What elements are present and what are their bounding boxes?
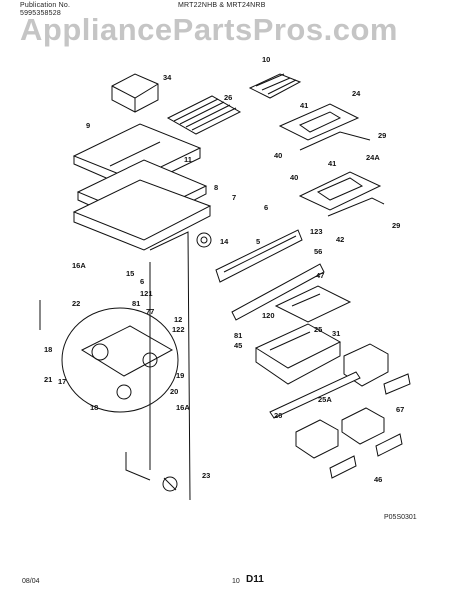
cabinet-outline [39,231,191,501]
part-label: 34 [163,73,172,82]
part-label: 41 [300,101,308,110]
part-label: 81 [132,299,140,308]
part-label: 19 [176,371,184,380]
part-label: 42 [336,235,344,244]
part-label: 67 [396,405,404,414]
part-5-rail [215,229,303,283]
part-label: 9 [86,121,90,130]
part-label: 24 [352,89,361,98]
part-label: 46 [374,475,382,484]
part-label: 24A [366,153,380,162]
part-25A-bar [269,371,361,419]
part-label: 6 [264,203,268,212]
part-label: 45 [234,341,242,350]
part-label: 6 [140,277,144,286]
part-label: 11 [184,155,192,164]
part-label: 14 [220,237,229,246]
part-label: 77 [146,307,154,316]
part-46-covers [329,433,403,479]
part-label: 26 [274,411,282,420]
part-label: 22 [72,299,80,308]
section-code: D11 [246,574,264,585]
part-label: 40 [290,173,298,182]
publication-label: Publication No. [20,2,71,9]
part-label: 5 [256,237,260,246]
model-numbers: MRT22NHB & MRT24NRB [178,2,266,9]
drawing-code: P05S0301 [384,514,417,521]
part-label: 31 [332,329,340,338]
part-label: 18 [44,345,52,354]
part-label: 16A [72,261,86,270]
part-25-tray [254,323,342,385]
part-10-clips [248,73,302,99]
part-41-shelf-lower [298,171,385,217]
part-label: 40 [274,151,282,160]
revision-date: 08/04 [22,578,40,585]
part-label: 17 [58,377,66,386]
part-label: 123 [310,227,323,236]
part-label: 15 [126,269,134,278]
part-label: 120 [262,311,275,320]
part-label: 7 [232,193,236,202]
part-26-wire-shelf [166,95,242,135]
part-label: 41 [328,159,336,168]
part-label: 21 [44,375,52,384]
part-26-door-bins [295,407,385,459]
part-34-bin [111,73,159,113]
part-label: 47 [316,271,324,280]
part-14-knob [196,232,212,248]
part-detail-circle [61,307,179,413]
page-number: 10 [232,578,240,585]
part-label: 29 [378,131,386,140]
part-labels: 34 26 10 41 24 29 40 9 11 41 24A 29 40 8… [44,55,404,484]
part-label: 26 [224,93,232,102]
part-label: 8 [214,183,218,192]
part-label: 16A [176,403,190,412]
part-label: 12 [174,315,182,324]
part-label: 122 [172,325,185,334]
part-label: 56 [314,247,322,256]
part-label: 25 [314,325,322,334]
part-label: 20 [170,387,178,396]
part-label: 18 [90,403,98,412]
part-label: 81 [234,331,242,340]
part-67-cover [383,373,411,395]
part-120-rail [231,263,325,321]
part-23-lamp [162,476,178,492]
part-label: 25A [318,395,332,404]
watermark: AppliancePartsPros.com [20,12,398,47]
part-label: 10 [262,55,270,64]
part-label: 121 [140,289,153,298]
part-47-glass [274,285,352,323]
part-8-7-pan-layers [72,159,212,251]
part-41-shelf-upper [278,103,371,151]
part-label: 29 [392,221,400,230]
part-label: 23 [202,471,210,480]
publication-number: 5995358528 [20,10,61,17]
